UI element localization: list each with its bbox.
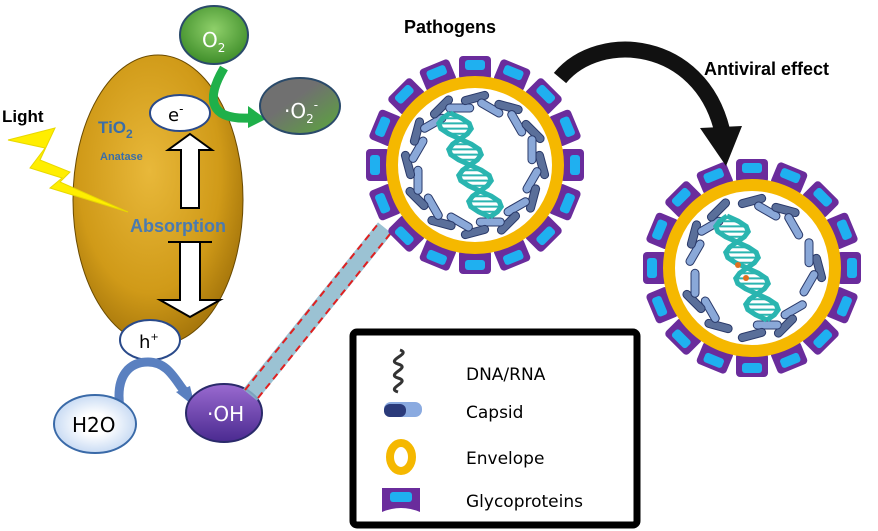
- capsid: [811, 253, 827, 283]
- capsid: [460, 224, 490, 240]
- capsid: [752, 320, 782, 330]
- damage-mark: [735, 262, 741, 268]
- glycoprotein: [560, 149, 584, 181]
- light-label: Light: [2, 107, 44, 126]
- capsid: [477, 98, 504, 118]
- legend: DNA/RNA Capsid Envelope Glycoproteins: [349, 328, 641, 529]
- capsid: [475, 217, 505, 227]
- capsid: [780, 300, 807, 320]
- capsid: [494, 99, 523, 115]
- legend-label-envelope: Envelope: [466, 449, 544, 469]
- glycoprotein: [459, 56, 491, 80]
- capsid: [784, 213, 804, 240]
- lightning-icon: [7, 127, 129, 213]
- dna-rna-icon: [392, 348, 405, 394]
- capsid: [522, 167, 542, 194]
- capsid: [686, 220, 702, 249]
- capsid: [507, 110, 527, 137]
- glycoprotein: [388, 78, 425, 115]
- envelope: [386, 76, 564, 254]
- virus-pathogen: [366, 56, 584, 274]
- glycoprotein: [643, 252, 667, 284]
- hydroxyl-label: ·OH: [207, 402, 244, 426]
- capsid: [445, 103, 475, 113]
- glycoprotein: [665, 181, 702, 218]
- capsid: [771, 202, 800, 218]
- glycoprotein: [366, 149, 390, 181]
- capsid: [754, 201, 781, 221]
- capsid: [799, 270, 819, 297]
- glycoprotein: [736, 159, 768, 183]
- pathogens-label: Pathogens: [404, 17, 496, 37]
- arrow-up-icon: [164, 132, 216, 209]
- electron-bubble: [149, 94, 211, 132]
- capsid: [427, 215, 456, 231]
- dna-helix: [435, 110, 505, 220]
- o2-bubble: [179, 5, 249, 65]
- glycoprotein: [665, 318, 702, 355]
- capsid: [413, 165, 423, 195]
- water-label: H2O: [72, 413, 116, 437]
- damage-mark: [743, 275, 749, 281]
- hole-label: h+: [139, 332, 159, 353]
- capsid: [521, 119, 545, 144]
- capsid-icon: [384, 402, 422, 417]
- dna-helix: [712, 213, 782, 323]
- legend-label-glycoproteins: Glycoproteins: [466, 492, 583, 512]
- glycoprotein-icon: [382, 488, 420, 512]
- capsid: [423, 193, 443, 220]
- glycoprotein: [459, 250, 491, 274]
- glycoprotein: [802, 181, 839, 218]
- blue-arrow-icon: [114, 357, 189, 409]
- capsid: [446, 212, 473, 232]
- glycoprotein: [525, 215, 562, 252]
- capsid: [527, 135, 537, 165]
- glycoprotein: [837, 252, 861, 284]
- superoxide-bubble: [259, 77, 341, 135]
- antiviral-label: Antiviral effect: [704, 59, 829, 79]
- hydroxyl-bubble: [185, 383, 263, 443]
- envelope-icon: [386, 439, 416, 475]
- capsid: [503, 197, 530, 217]
- superoxide-label: ·O2-: [284, 98, 318, 126]
- capsid: [804, 238, 814, 268]
- capsid: [704, 318, 733, 334]
- o2-label: O2: [202, 28, 225, 55]
- capsid: [525, 184, 541, 213]
- capsid: [773, 314, 798, 338]
- glycoprotein: [525, 78, 562, 115]
- capsid: [408, 136, 428, 163]
- capsid: [400, 150, 416, 180]
- tio2-label: TiO2: [98, 118, 133, 141]
- absorption-label: Absorption: [130, 216, 226, 236]
- capsid: [496, 211, 521, 235]
- glycoprotein: [736, 353, 768, 377]
- glycoprotein: [388, 215, 425, 252]
- capsid: [685, 239, 705, 266]
- virus-inactivated: [643, 159, 861, 377]
- capsid: [706, 198, 731, 222]
- capsid: [405, 186, 429, 211]
- envelope: [663, 179, 841, 357]
- capsid: [409, 117, 425, 146]
- capsid: [429, 95, 454, 119]
- capsid: [682, 289, 706, 314]
- anatase-label: Anatase: [100, 151, 143, 163]
- glycoprotein: [802, 318, 839, 355]
- capsid: [700, 296, 720, 323]
- capsid: [690, 268, 700, 298]
- attack-beam: [243, 222, 392, 401]
- arrow-down-icon: [156, 241, 224, 319]
- legend-label-capsid: Capsid: [466, 403, 523, 423]
- curved-arrow-icon: [553, 41, 730, 133]
- electron-label: e-: [168, 102, 183, 126]
- green-arrow-icon: [208, 65, 251, 123]
- capsid: [460, 90, 490, 106]
- capsid: [737, 193, 767, 209]
- capsid: [737, 327, 767, 343]
- water-bubble: [53, 394, 137, 454]
- capsid: [534, 150, 550, 180]
- legend-label-dna: DNA/RNA: [466, 365, 546, 385]
